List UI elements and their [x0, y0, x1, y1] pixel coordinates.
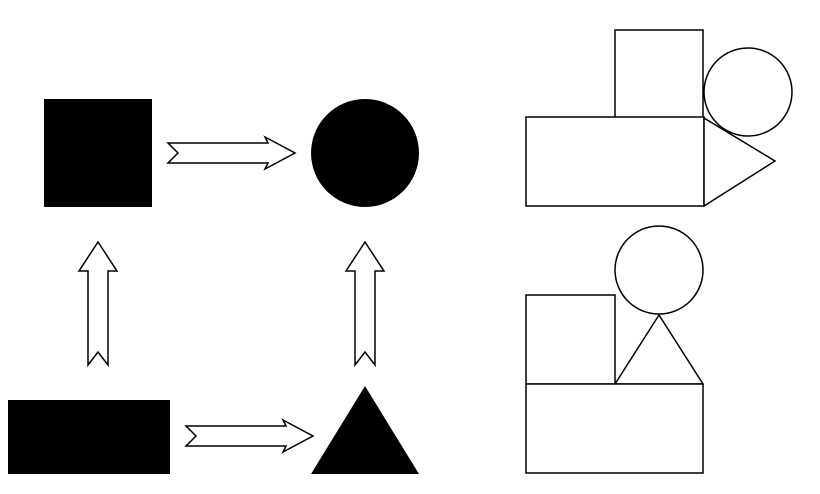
- outline-circle: [703, 47, 793, 137]
- solid-rectangle: [8, 400, 170, 474]
- outline-triangle: [613, 313, 705, 385]
- outline-rectangle: [525, 116, 705, 207]
- arrow-up-icon: [344, 240, 386, 368]
- arrow-up-icon: [77, 240, 119, 368]
- arrow-right-icon: [166, 135, 297, 171]
- arrow-right-icon: [184, 418, 315, 454]
- outline-triangle: [703, 116, 777, 208]
- outline-square: [614, 29, 704, 119]
- solid-circle: [311, 99, 419, 207]
- solid-triangle: [311, 386, 419, 474]
- outline-circle: [614, 225, 704, 315]
- solid-square: [44, 99, 152, 207]
- outline-square: [525, 294, 616, 385]
- figure-bottom: [525, 225, 705, 474]
- figure-top: [525, 29, 793, 208]
- transformation-legend: [8, 99, 419, 474]
- outline-rectangle: [525, 383, 704, 474]
